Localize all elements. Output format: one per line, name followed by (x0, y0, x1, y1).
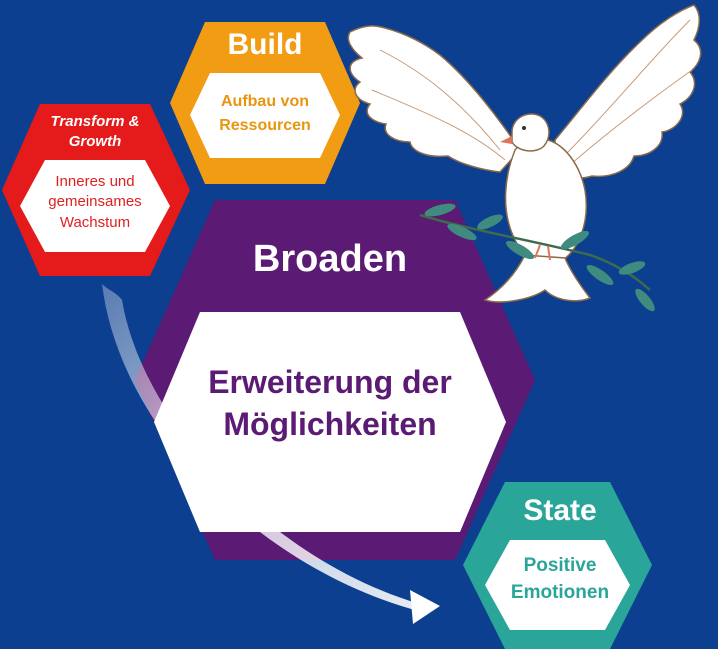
transform-hexagon-inner (20, 160, 170, 252)
broaden-hexagon (135, 200, 535, 560)
dove-left-wing (347, 25, 521, 173)
state-description: Positive Emotionen (510, 555, 610, 603)
build-hexagon (170, 22, 360, 184)
build-title: Build (227, 28, 303, 61)
state-hexagon-inner (485, 540, 630, 630)
broaden-description: Erweiterung der Möglichkeiten (208, 364, 452, 442)
dove-eye (522, 126, 526, 130)
cycle-arrow (102, 284, 440, 624)
broaden-title: Broaden (252, 238, 408, 280)
dove-feet (534, 244, 551, 261)
build-description: Aufbau von Ressourcen (219, 93, 311, 134)
transform-hexagon (2, 104, 190, 276)
dove-beak (500, 136, 512, 144)
dove-head (511, 113, 550, 152)
dove-right-wing (554, 4, 702, 179)
transform-title: Transform & Growth (50, 113, 140, 150)
state-hexagon (463, 482, 652, 649)
broaden-hexagon-inner (154, 312, 506, 532)
cycle-arrow-head (410, 590, 440, 624)
build-hexagon-inner (190, 73, 340, 158)
dove-tail (483, 254, 592, 303)
transform-description: Inneres und gemeinsames Wachstum (48, 173, 142, 231)
state-title: State (523, 494, 597, 527)
dove-with-olive-branch-icon (347, 4, 702, 312)
